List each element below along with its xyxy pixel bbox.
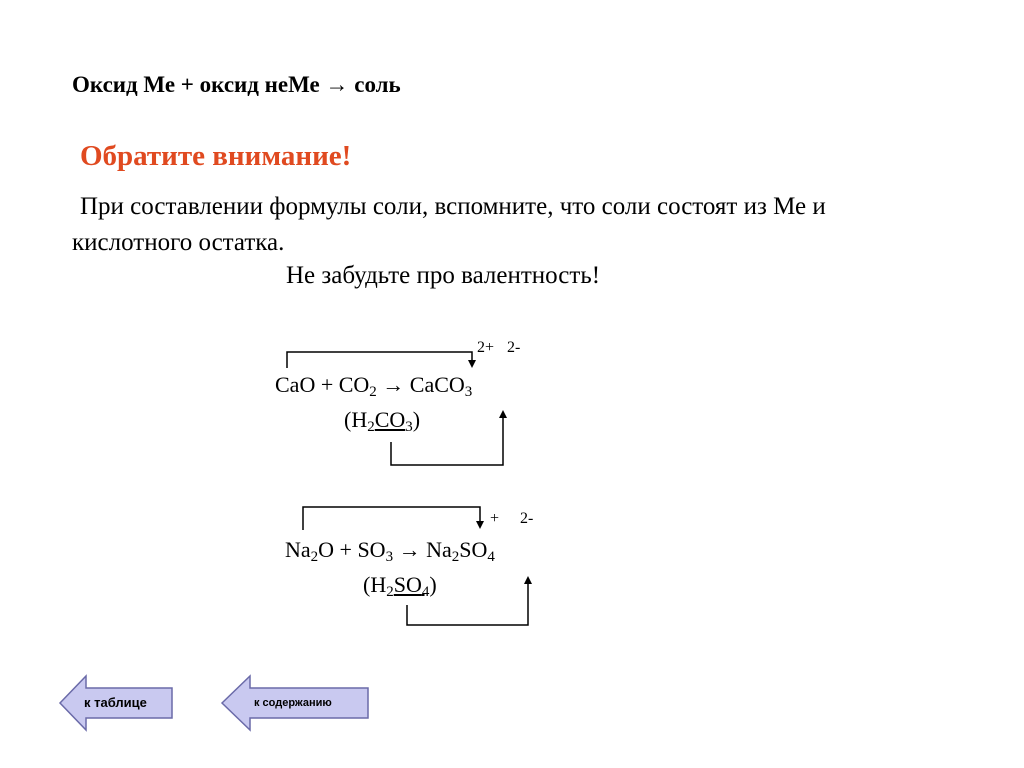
left-arrow-icon [220,674,369,732]
equation-1: CaO + CO2 → CaCO3 [275,372,473,400]
acid-formula-1: (H2CO3) [344,407,421,435]
acid-formula-2: (H2SO4) [363,572,437,600]
back-to-contents-label: к содержанию [254,697,332,709]
back-to-table-label: к таблице [84,695,147,710]
anion-charge-2: 2- [520,510,534,527]
valence-reminder: Не забудьте про валентность! [286,262,601,289]
anion-arrow-1 [390,410,507,466]
anion-charge-1: 2- [507,339,521,356]
back-to-table-button[interactable]: к таблице [58,674,174,732]
cation-arrow-1 [286,351,476,368]
attention-title: Обратите внимание! [80,140,352,172]
back-to-contents-button[interactable]: к содержанию [220,674,370,732]
cation-charge-1: 2+ [477,339,495,356]
left-arrow-icon [58,674,173,732]
page-heading: Оксид Ме + оксид неМе → соль [72,72,401,97]
anion-arrow-2 [406,576,532,626]
paragraph-line-2: кислотного остатка. [72,229,285,256]
cation-arrow-2 [302,506,484,530]
paragraph-line-1: При составлении формулы соли, вспомните,… [80,193,826,220]
cation-charge-2: + [490,510,500,527]
equation-2: Na2O + SO3 → Na2SO4 [285,537,495,565]
